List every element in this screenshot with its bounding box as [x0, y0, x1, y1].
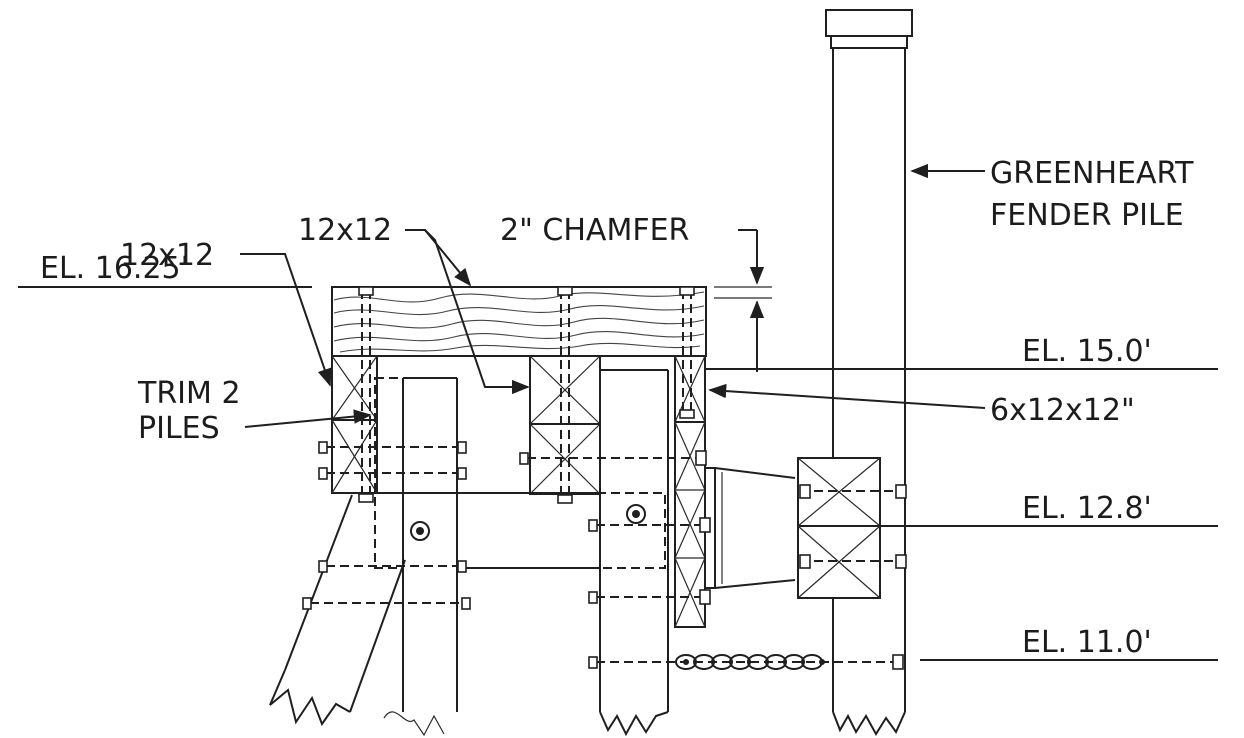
- fender-block: [797, 457, 881, 599]
- hidden-members: [361, 290, 692, 569]
- timber-left-label: 12x12: [120, 238, 214, 273]
- rear-pile: [383, 377, 458, 737]
- chain: [588, 654, 904, 670]
- timber-block-center: [529, 355, 601, 495]
- battered-pile: [269, 494, 406, 727]
- elevation-16-25-label: EL. 16.25': [40, 251, 189, 286]
- greenheart-label-line2: FENDER PILE: [990, 198, 1184, 233]
- front-pile: [599, 369, 669, 737]
- block-size-label: 6x12x12": [990, 393, 1135, 428]
- elevation-15-label: EL. 15.0': [1022, 334, 1152, 369]
- chamfer-label: 2" CHAMFER: [500, 213, 689, 248]
- timber-top-label: 12x12: [298, 213, 392, 248]
- trim-piles-label-line1: TRIM 2: [137, 376, 241, 411]
- greenheart-label-line1: GREENHEART: [990, 156, 1194, 191]
- elevation-12-8-label: EL. 12.8': [1022, 491, 1152, 526]
- greenheart-fender-pile: [825, 9, 913, 736]
- elevation-lines: [18, 286, 1218, 661]
- through-bolts: [302, 286, 907, 610]
- trim-piles-label-line2: PILES: [138, 411, 220, 446]
- chamfer-dimension: [714, 229, 772, 372]
- elevation-11-label: EL. 11.0': [1022, 625, 1152, 660]
- leader-lines: [240, 163, 986, 428]
- cap-beam-12x12: [331, 286, 707, 357]
- fender-connector: [704, 467, 796, 589]
